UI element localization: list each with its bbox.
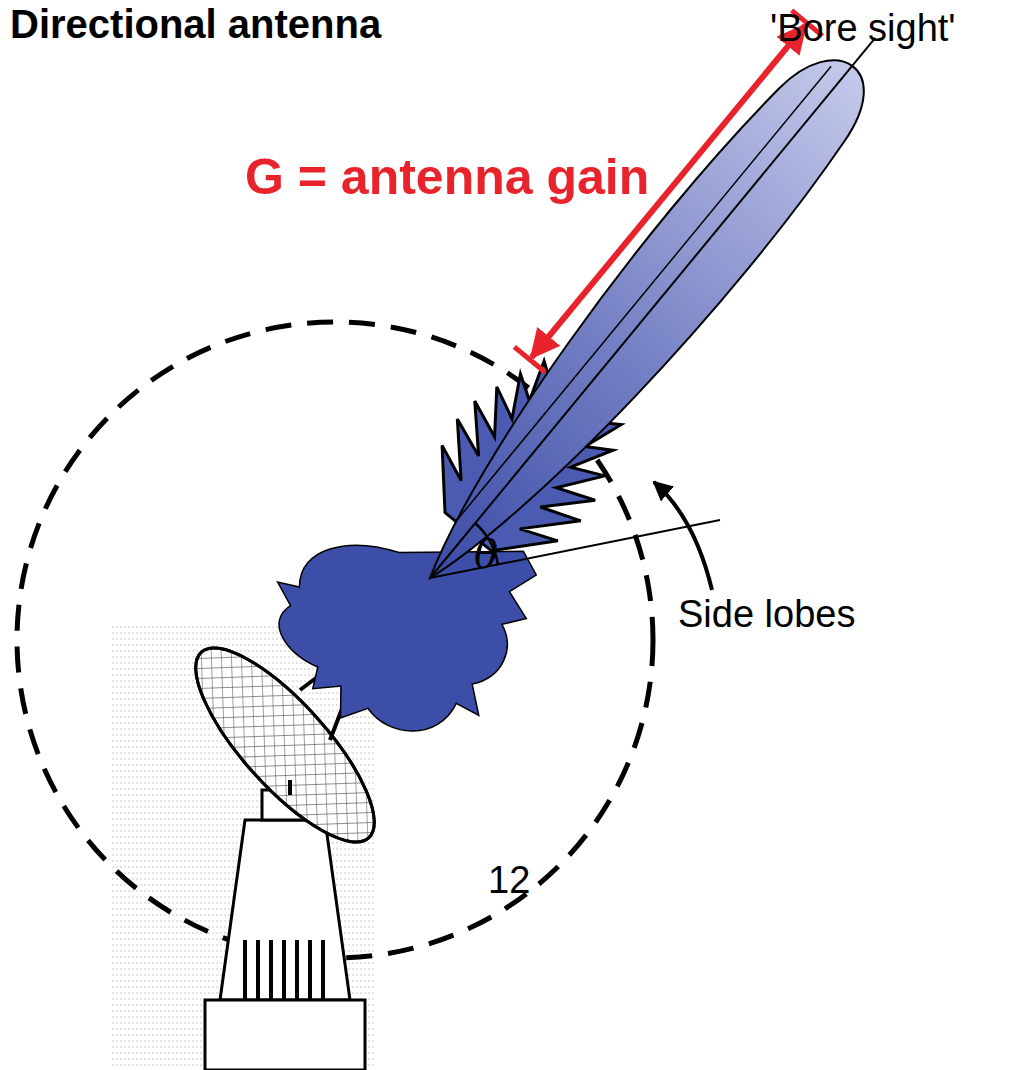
radiation-pattern <box>236 0 971 785</box>
theta-symbol: θ <box>474 532 498 576</box>
gain-label: G = antenna gain <box>245 150 649 205</box>
bore-sight-label: 'Bore sight' <box>770 8 956 50</box>
title: Directional antenna <box>10 2 381 46</box>
pointer-arrow <box>654 482 712 590</box>
page-number: 12 <box>488 860 530 902</box>
theta-angle <box>430 520 720 578</box>
side-lobes-label: Side lobes <box>678 594 855 636</box>
